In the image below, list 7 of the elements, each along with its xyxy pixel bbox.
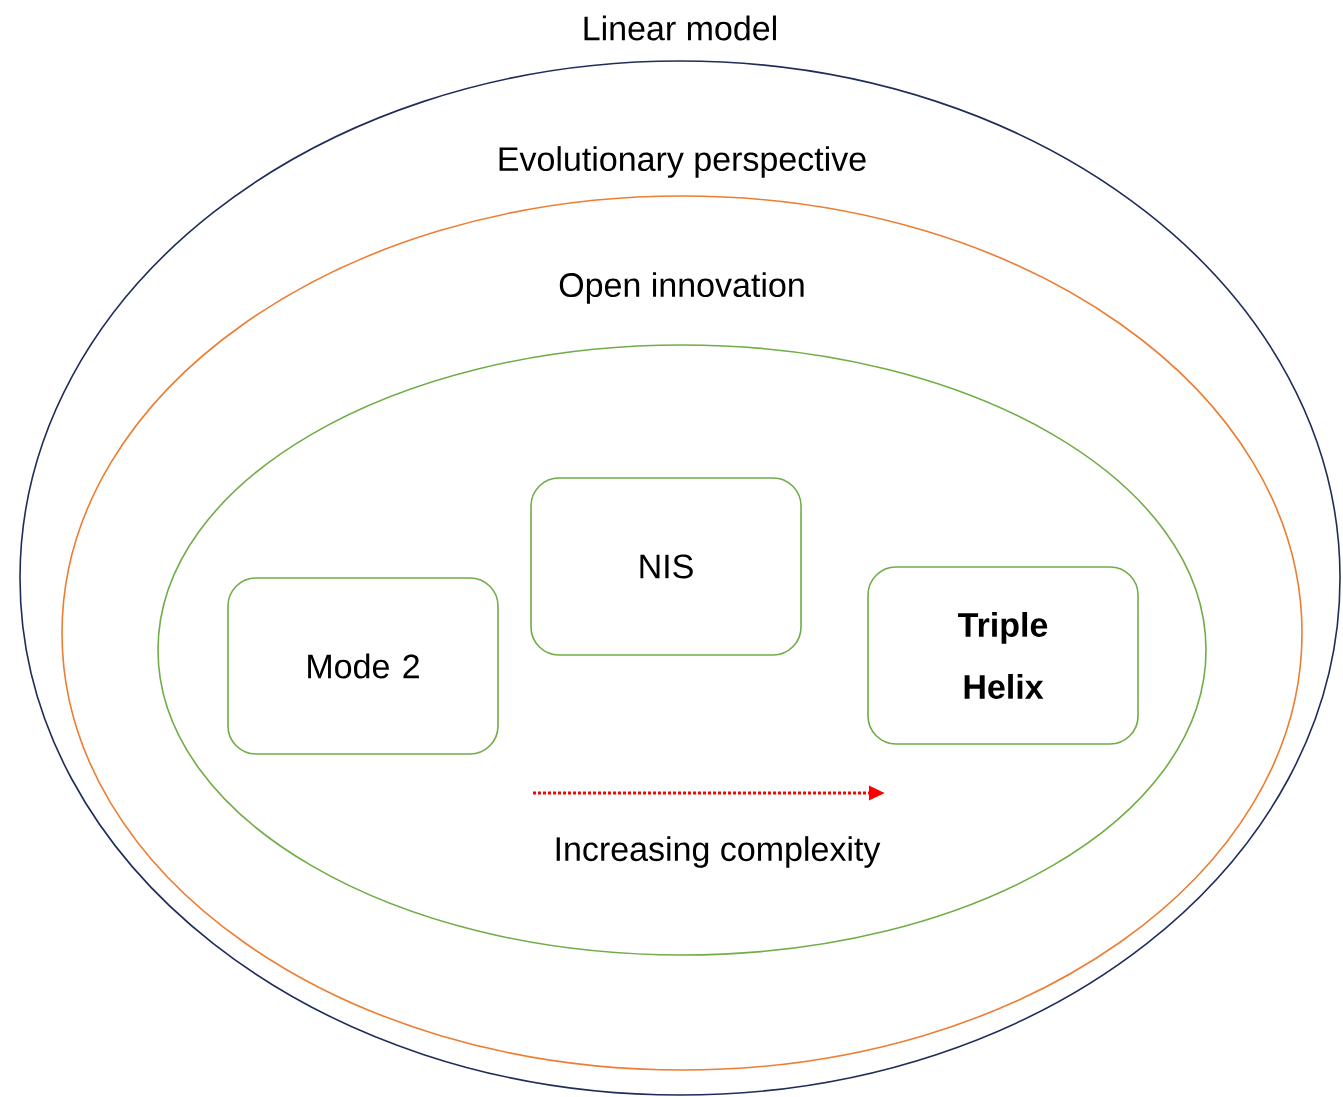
- heading: Open innovation: [559, 272, 804, 304]
- heading: Evolutionary perspective: [499, 146, 866, 178]
- heading: Linear model: [584, 15, 776, 41]
- rounded-box: NIS: [530, 477, 802, 656]
- caption-text: Increasing complexity: [556, 836, 881, 868]
- rounded-box: Mode 2: [227, 577, 499, 755]
- rounded-box: Triple Helix: [867, 566, 1139, 745]
